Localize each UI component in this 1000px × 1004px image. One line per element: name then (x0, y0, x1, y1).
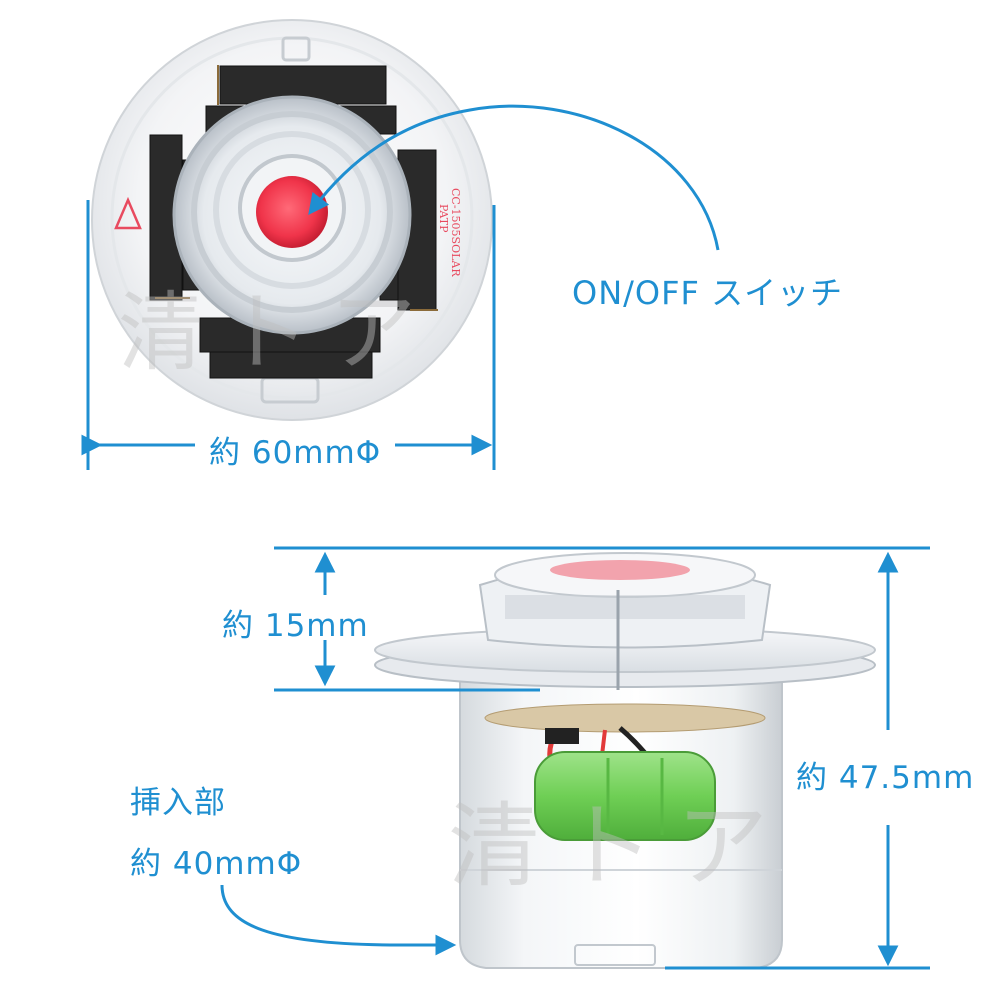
top-diameter-dimension (81, 200, 496, 470)
insert-diameter-label: 約 40mmΦ (130, 846, 303, 882)
switch-pointer-arrow (308, 104, 720, 251)
top-view: CC-1505SOLAR PATP (91, 19, 493, 421)
watermark: 清トア (448, 793, 791, 900)
insert-part-label: 挿入部 (130, 785, 226, 821)
cap-height-label: 約 15mm (222, 608, 369, 644)
side-view (374, 552, 876, 969)
total-height-label: 約 47.5mm (796, 760, 975, 796)
product-marking-line2: PATP (437, 204, 450, 233)
battery (534, 751, 716, 841)
switch-label: ON/OFF スイッチ (572, 274, 844, 312)
insert-pointer-arrow (220, 884, 457, 956)
side-dimensions (274, 546, 930, 970)
on-off-button (256, 176, 328, 248)
watermark: 清トア (118, 283, 436, 383)
triangle-marker (114, 196, 142, 230)
product-marking-line1: CC-1505SOLAR (449, 188, 462, 277)
top-diameter-label: 約 60mmΦ (209, 435, 382, 471)
